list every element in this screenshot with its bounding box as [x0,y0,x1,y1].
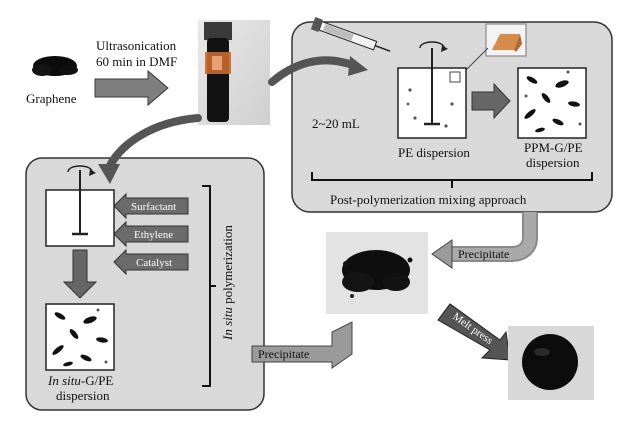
volume-label: 2~20 mL [312,116,360,131]
in-situ-reactor [45,165,115,247]
precipitate-label-top: Precipitate [458,247,509,261]
ultrasonication-condition: 60 min in DMF [96,54,177,69]
graphene-label: Graphene [26,91,77,106]
pe-dispersion-beaker [397,41,467,139]
pressed-disk-photo [508,326,594,400]
ppm-dispersion-label: PPM-G/PE [524,140,583,155]
in-situ-dispersion-beaker [45,303,115,371]
arrow-precipitate-top: Precipitate [431,212,538,269]
in-situ-dispersion-label: In situ-G/PE [47,373,113,388]
precipitate-label-bottom: Precipitate [258,347,309,361]
graphene-powder-icon [32,56,78,76]
arrow-pe-to-ppm [471,82,511,120]
reagent-arrow-ethylene: Ethylene [113,220,189,248]
precipitate-powder-photo [326,232,428,314]
reagent-surfactant: Surfactant [131,201,176,213]
ppm-dispersion-beaker [517,67,587,139]
pe-dispersion-label: PE dispersion [398,145,470,160]
in-situ-polymerization-label: In situ polymerization [220,225,235,341]
in-situ-bracket [202,185,216,387]
in-situ-dispersion-label-line2: dispersion [56,388,110,403]
graphene-block-photo [485,23,527,57]
ppm-dispersion-label-line2: dispersion [526,155,580,170]
arrow-graphene-to-vial [94,69,169,107]
arrow-reactor-to-product [62,249,98,299]
arrow-precipitate-bottom: Precipitate [251,321,353,369]
arrow-melt-press: Melt press [437,303,511,361]
reagent-ethylene: Ethylene [134,229,173,241]
curved-arrow-vial-to-reactor [98,114,202,184]
reagent-arrow-catalyst: Catalyst [113,248,189,276]
post-mixing-label: Post-polymerization mixing approach [330,192,527,207]
reagent-catalyst: Catalyst [136,257,172,269]
reagent-arrow-surfactant: Surfactant [113,192,189,220]
graphene-dispersion-vial-photo [198,20,270,125]
syringe-icon [310,17,391,52]
curved-arrow-vial-to-pe [268,56,368,86]
ultrasonication-label: Ultrasonication [96,38,177,53]
post-mixing-bracket [311,172,593,188]
